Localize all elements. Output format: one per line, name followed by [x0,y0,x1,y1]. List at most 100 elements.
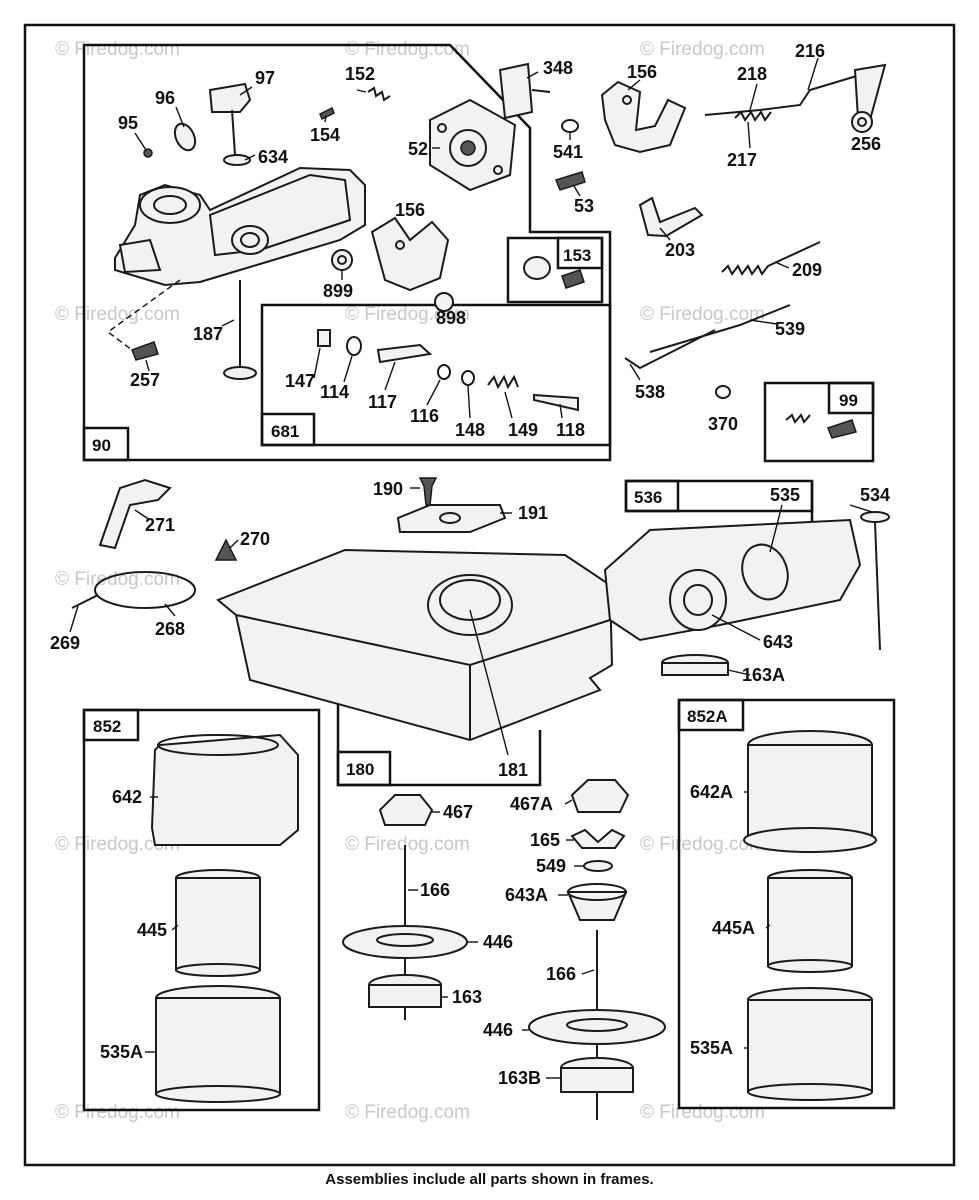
bracket-203 [638,196,704,238]
label-541: 541 [553,142,583,162]
spring-99 [785,413,811,424]
frame-153-label: 153 [563,246,591,265]
watermark: © Firedog.com [55,569,180,590]
spring-152 [367,86,391,102]
frame-90-tag [82,426,130,462]
label-163A: 163A [742,665,785,685]
screw-190 [418,477,438,506]
frame-852-label: 852 [93,717,121,736]
label-535: 535 [770,485,800,505]
label-539: 539 [775,319,805,339]
label-642A: 642A [690,782,733,802]
frame-681-label: 681 [271,422,299,441]
label-114: 114 [320,382,349,402]
screw-53 [555,171,586,191]
label-118: 118 [556,420,585,440]
frame-180 [336,690,542,787]
label-643: 643 [763,632,793,652]
label-899: 899 [323,281,353,301]
link-rod-216 [704,74,861,116]
leader-lines [69,57,873,1079]
label-218: 218 [737,64,767,84]
screw-154 [319,106,335,121]
frame-852A-label: 852A [687,707,728,726]
watermark: © Firedog.com [345,1102,470,1123]
rod-538 [624,329,716,370]
throttle-disc [173,122,197,152]
diagram-border [23,23,956,1167]
label-445: 445 [137,920,167,940]
watermark: © Firedog.com [640,39,765,60]
label-549: 549 [536,856,566,876]
frame-536-label: 536 [634,488,662,507]
watermark: © Firedog.com [55,39,180,60]
screw-257 [131,341,159,361]
screw-153 [561,269,585,289]
label-97: 97 [255,68,275,88]
label-148: 148 [455,420,485,440]
gasket-52 [429,98,517,192]
fuel-line-268 [94,571,196,609]
frame-180-tag [336,750,392,787]
watermark: © Firedog.com [55,834,180,855]
label-96: 96 [155,88,175,108]
spring-209 [721,241,821,276]
fuel-tank-180 [216,548,614,742]
lever-271 [98,478,172,550]
label-446-left: 446 [483,932,513,952]
fuel-tank-536 [603,518,862,676]
fitting-270 [214,538,238,561]
watermark: © Firedog.com [640,834,765,855]
governor-bracket-156-b [370,216,450,292]
frame-852-tag [82,708,140,742]
label-268: 268 [155,619,185,639]
carburetor-body [114,166,366,380]
label-642: 642 [112,787,142,807]
rod-534 [860,511,890,651]
lever-256 [851,63,887,133]
label-152: 152 [345,64,375,84]
label-191: 191 [518,503,548,523]
watermark: © Firedog.com [640,1102,765,1123]
part-labels: 95 96 97 634 152 154 52 348 541 53 156 1… [50,41,890,1088]
spring-217 [734,110,772,122]
bushing-153 [523,256,551,280]
fuel-line-269 [71,594,99,609]
watermark: © Firedog.com [55,304,180,325]
label-147: 147 [285,371,315,391]
gasket-191 [396,504,507,533]
screw-99 [827,419,857,439]
watermark: © Firedog.com [55,1102,180,1123]
watermark: © Firedog.com [640,304,765,325]
label-53: 53 [574,196,594,216]
part-899 [331,249,353,271]
label-643A: 643A [505,885,548,905]
center-stack-left [342,794,468,1020]
frame-99-tag [827,381,875,415]
frame-90-label: 90 [92,436,111,455]
part-348 [498,62,551,120]
air-filter-852 [150,733,299,1103]
label-52: 52 [408,139,428,159]
label-166-left: 166 [420,880,450,900]
frame-852A-tag [677,698,745,732]
label-116: 116 [410,406,439,426]
label-203: 203 [665,240,695,260]
label-190: 190 [373,479,403,499]
label-256: 256 [851,134,881,154]
air-filter-852A [743,730,877,1101]
frame-681-tag [260,412,316,447]
frame-153 [506,236,604,304]
label-467A: 467A [510,794,553,814]
label-270: 270 [240,529,270,549]
label-156-top: 156 [627,62,657,82]
label-370: 370 [708,414,738,434]
label-166-right: 166 [546,964,576,984]
screw-95 [143,148,153,158]
label-154: 154 [310,125,340,145]
label-209: 209 [792,260,822,280]
part-898 [434,292,454,312]
watermark: © Firedog.com [345,39,470,60]
washer-541 [561,119,579,133]
